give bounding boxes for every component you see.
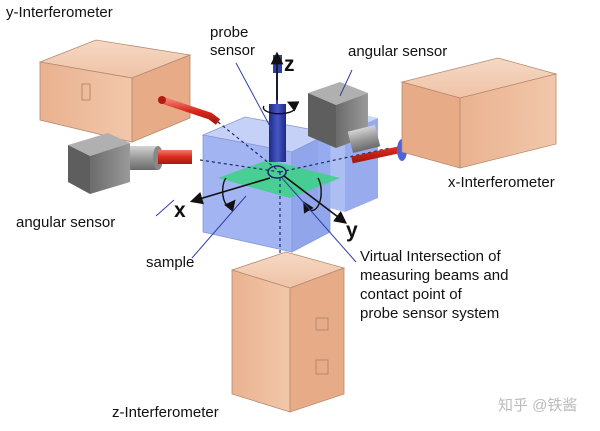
y-interferometer-box: [38, 39, 192, 143]
label-x-interferometer: x-Interferometer: [448, 174, 555, 191]
x-axis-arrow: [189, 177, 271, 205]
label-y-interferometer: y-Interferometer: [6, 4, 113, 21]
watermark: 知乎 @铁酱: [498, 397, 578, 414]
z-interferometer-box: [230, 251, 346, 413]
label-probe-sensor-line2: sensor: [210, 42, 256, 59]
label-virtual-intersection-4: probe sensor system: [360, 305, 500, 322]
leader-lines: [155, 62, 357, 263]
angular-sensor-right: [308, 82, 381, 154]
y-beam: [160, 96, 221, 125]
label-z-interferometer: z-Interferometer: [112, 404, 219, 421]
label-angular-sensor-left: angular sensor: [16, 214, 116, 231]
label-angular-sensor-top: angular sensor: [348, 43, 448, 60]
sample-plate: [218, 160, 340, 198]
label-probe-sensor-line1: probe: [210, 24, 249, 41]
beam-dashed-lines: [199, 121, 391, 262]
axis-label-z: z: [284, 53, 295, 76]
label-virtual-intersection-3: contact point of: [360, 286, 462, 303]
y-beam-aperture: [158, 96, 166, 104]
label-virtual-intersection-2: measuring beams and: [360, 267, 509, 284]
label-virtual-intersection-1: Virtual Intersection of: [360, 248, 501, 265]
x-interferometer-box: [400, 57, 558, 169]
axis-label-y: y: [346, 219, 358, 242]
angular-sensor-left: [68, 133, 192, 194]
y-axis-arrow: [283, 175, 348, 224]
label-sample: sample: [146, 254, 195, 271]
axis-label-x: x: [174, 199, 186, 222]
z-rotation-arrow: [262, 101, 300, 115]
x-rotation-arrow: [221, 177, 236, 212]
